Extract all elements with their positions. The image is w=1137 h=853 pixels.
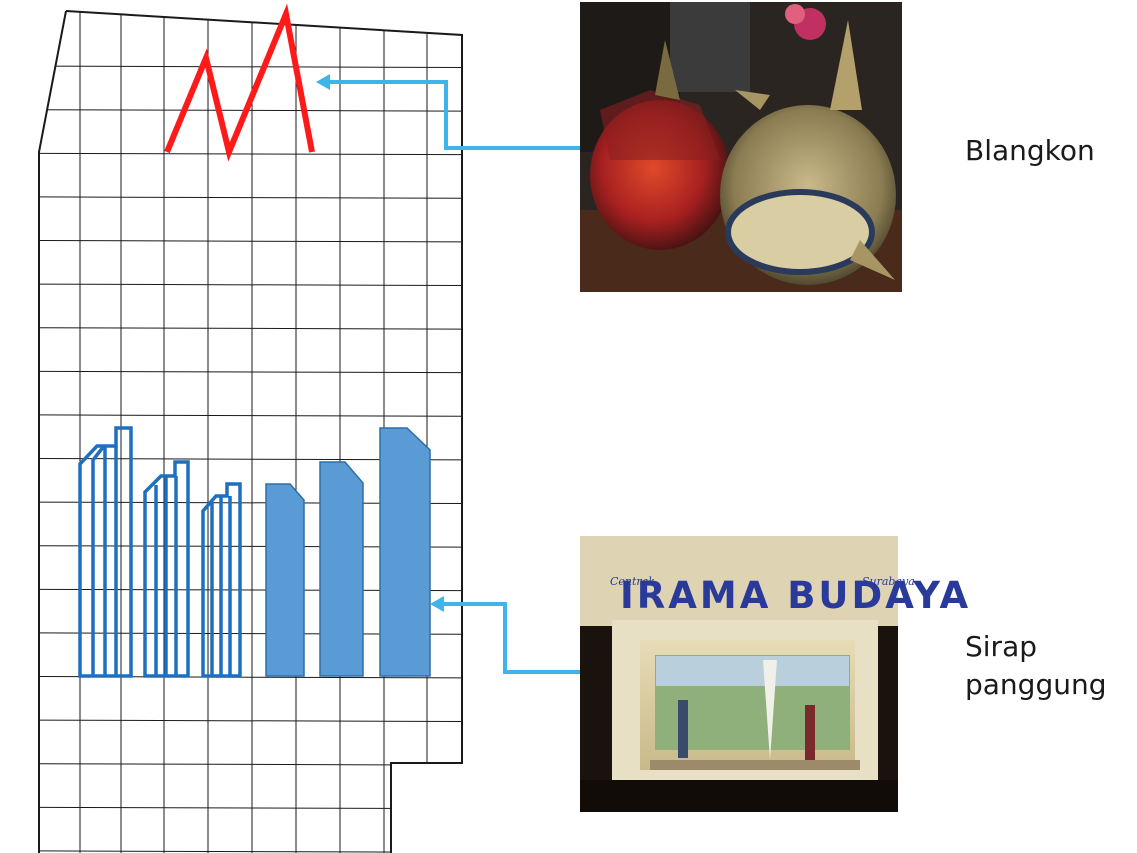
grid-horizontal-line	[39, 806, 462, 810]
stage-sign-text: IRAMA BUDAYA	[620, 574, 971, 617]
label-sirap-line2: panggung	[965, 667, 1107, 701]
stage-sign-small-right: Surabaya	[862, 575, 915, 588]
sirap-filled-shape-1	[265, 483, 305, 677]
grid-horizontal-line	[39, 109, 462, 112]
grid-horizontal-line	[39, 370, 462, 374]
grid-horizontal-line	[39, 65, 462, 68]
grid-horizontal-line	[39, 196, 462, 199]
grid-horizontal-line	[39, 719, 462, 722]
grid-horizontal-line	[39, 414, 462, 417]
grid-horizontal-line	[39, 283, 462, 286]
sirap-filled-shape-2	[319, 461, 364, 677]
arrowhead-icon	[316, 74, 330, 90]
arrow-blangkon	[316, 74, 580, 150]
sirap-filled-group	[265, 427, 431, 677]
grid-horizontal-line	[39, 152, 462, 156]
blangkon-photo	[580, 2, 902, 292]
blangkon-motif	[164, 3, 315, 162]
grid-horizontal-line	[39, 850, 462, 853]
stage-sign-small-left: Centrak	[610, 575, 655, 588]
grid-horizontal-line	[39, 239, 462, 243]
arrowhead-icon	[430, 596, 444, 612]
label-blangkon: Blangkon	[965, 134, 1095, 167]
sirap-outline-shape-2	[143, 460, 190, 678]
label-sirap-panggung: Sirap panggung	[965, 628, 1107, 704]
sirap-outline-shape-3	[201, 482, 242, 678]
arrow-sirap	[430, 596, 580, 674]
stage-photo: IRAMA BUDAYA Centrak Surabaya	[580, 536, 971, 812]
sirap-outlined-group	[78, 426, 242, 678]
grid-horizontal-line	[39, 327, 462, 330]
sirap-filled-shape-3	[379, 427, 431, 677]
facade-grid	[39, 11, 462, 853]
label-sirap-line1: Sirap	[965, 630, 1037, 663]
facade-outline	[38, 10, 463, 853]
sirap-outline-shape-1	[78, 426, 133, 678]
